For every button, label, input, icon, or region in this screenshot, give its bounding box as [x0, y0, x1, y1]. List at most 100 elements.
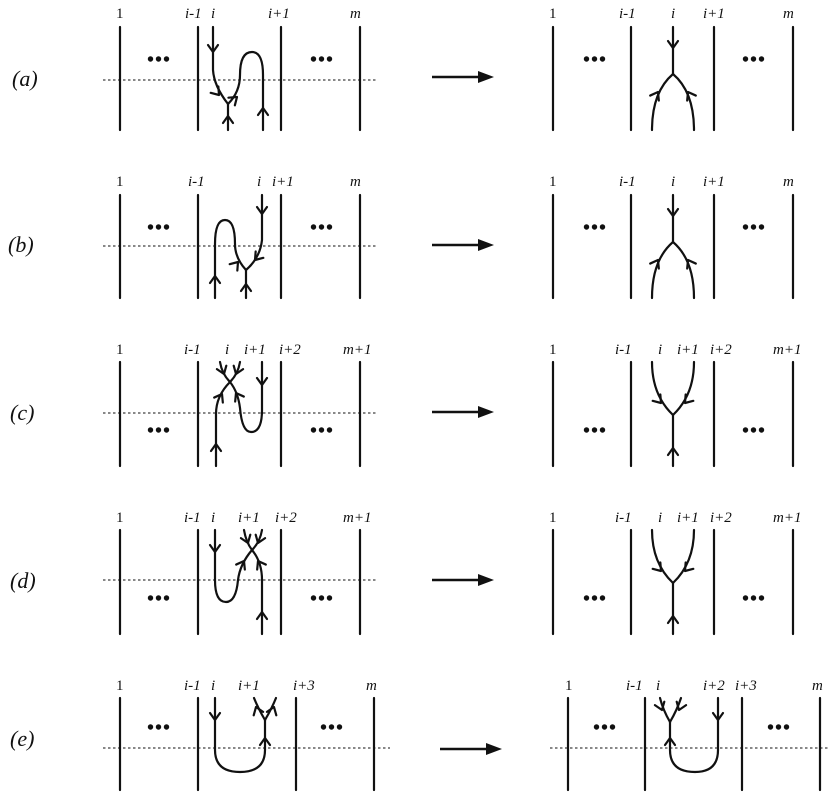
panel-a: (a) 1 i-1 i i+1 m ••• ••• 1 i-1 i i+1 m	[12, 6, 795, 132]
strand	[668, 696, 683, 724]
panel-tag: (e)	[10, 726, 34, 751]
transform-arrow-head	[478, 574, 494, 586]
strand-label: i-1	[184, 342, 201, 358]
strand	[226, 50, 265, 132]
strand-label: i+1	[238, 678, 260, 694]
strand-label: i+1	[703, 6, 725, 22]
panel-tag: (d)	[10, 568, 36, 593]
strand-label: i+2	[710, 510, 732, 526]
strand-label: i+1	[244, 342, 266, 358]
strand	[213, 218, 248, 300]
transform-arrow-head	[478, 406, 494, 418]
strand-label: i-1	[626, 678, 643, 694]
ellipsis: •••	[147, 49, 171, 71]
strand-label: 1	[549, 510, 557, 526]
strand-label: 1	[116, 342, 124, 358]
strand-label: i+1	[677, 510, 699, 526]
strand	[658, 696, 672, 724]
strand-label: 1	[116, 510, 124, 526]
strand	[671, 360, 696, 417]
strand-label: i-1	[185, 6, 202, 22]
strand	[671, 72, 696, 132]
strand	[211, 25, 230, 106]
transform-arrow-head	[486, 743, 502, 755]
strand-label: i+1	[238, 510, 260, 526]
ellipsis: •••	[583, 49, 607, 71]
strand	[650, 240, 675, 300]
strand-label: i+2	[703, 678, 725, 694]
strand	[668, 696, 720, 774]
ellipsis: •••	[583, 588, 607, 610]
strand-label: i	[211, 510, 215, 526]
strand-label: i+2	[279, 342, 301, 358]
ellipsis: •••	[147, 217, 171, 239]
ellipsis: •••	[310, 420, 334, 442]
strand-label: m	[783, 174, 794, 190]
ellipsis: •••	[310, 588, 334, 610]
strand	[244, 193, 264, 272]
strand	[671, 528, 696, 585]
strand-label: 1	[565, 678, 573, 694]
ellipsis: •••	[147, 588, 171, 610]
strand-label: i-1	[184, 510, 201, 526]
strand-label: i+1	[272, 174, 294, 190]
strand-label: i-1	[619, 6, 636, 22]
strand	[650, 72, 675, 132]
strand-label: i-1	[615, 510, 632, 526]
strand-label: m+1	[773, 510, 801, 526]
strand-label: i	[211, 6, 215, 22]
strand-label: i+1	[268, 6, 290, 22]
ellipsis: •••	[147, 420, 171, 442]
strand-label: m	[350, 174, 361, 190]
ellipsis: •••	[742, 588, 766, 610]
strand-label: i	[658, 510, 662, 526]
panel-c: (c) 1 i-1 i i+1 i+2 m+1 ••• ••• 1 i-1 i …	[10, 342, 801, 468]
ellipsis: •••	[320, 717, 344, 739]
strand-label: 1	[116, 678, 124, 694]
strand-label: i	[211, 678, 215, 694]
panel-b: (b) 1 i-1 i i+1 m ••• ••• 1 i-1 i i+1 m …	[8, 174, 795, 300]
strand	[213, 696, 267, 774]
strand-label: m	[783, 6, 794, 22]
strand-label: i	[656, 678, 660, 694]
strand-label: i	[225, 342, 229, 358]
strand-label: i-1	[619, 174, 636, 190]
strand-label: m	[366, 678, 377, 694]
strand-label: i+1	[677, 342, 699, 358]
panel-tag: (a)	[12, 66, 38, 91]
strand-label: 1	[549, 174, 557, 190]
strand-label: m+1	[773, 342, 801, 358]
strand-label: i+3	[293, 678, 315, 694]
ellipsis: •••	[310, 49, 334, 71]
ellipsis: •••	[310, 217, 334, 239]
panel-tag: (b)	[8, 232, 34, 257]
strand-label: m+1	[343, 342, 371, 358]
strand-label: 1	[549, 6, 557, 22]
strand-label: 1	[116, 6, 124, 22]
ellipsis: •••	[742, 217, 766, 239]
strand-label: i	[671, 174, 675, 190]
strand	[650, 360, 675, 417]
strand-label: 1	[549, 342, 557, 358]
panel-tag: (c)	[10, 400, 34, 425]
strand	[213, 528, 254, 604]
strand-label: i-1	[184, 678, 201, 694]
strand-label: 1	[116, 174, 124, 190]
ellipsis: •••	[583, 217, 607, 239]
strand	[250, 548, 264, 636]
panel-e: (e) 1 i-1 i i+1 i+3 m ••• ••• 1 i-1 i i+…	[10, 678, 828, 792]
strand-label: i+3	[735, 678, 757, 694]
strand-label: m	[350, 6, 361, 22]
strand	[650, 528, 675, 585]
transform-arrow-head	[478, 239, 494, 251]
strand-label: i+2	[710, 342, 732, 358]
strand-label: i	[658, 342, 662, 358]
strand	[671, 240, 696, 300]
strand-label: m	[812, 678, 823, 694]
panel-d: (d) 1 i-1 i i+1 i+2 m+1 ••• ••• 1 i-1 i …	[10, 510, 801, 636]
strand-label: i-1	[615, 342, 632, 358]
strand-label: i+1	[703, 174, 725, 190]
strand-label: i	[257, 174, 261, 190]
strand-label: i+2	[275, 510, 297, 526]
